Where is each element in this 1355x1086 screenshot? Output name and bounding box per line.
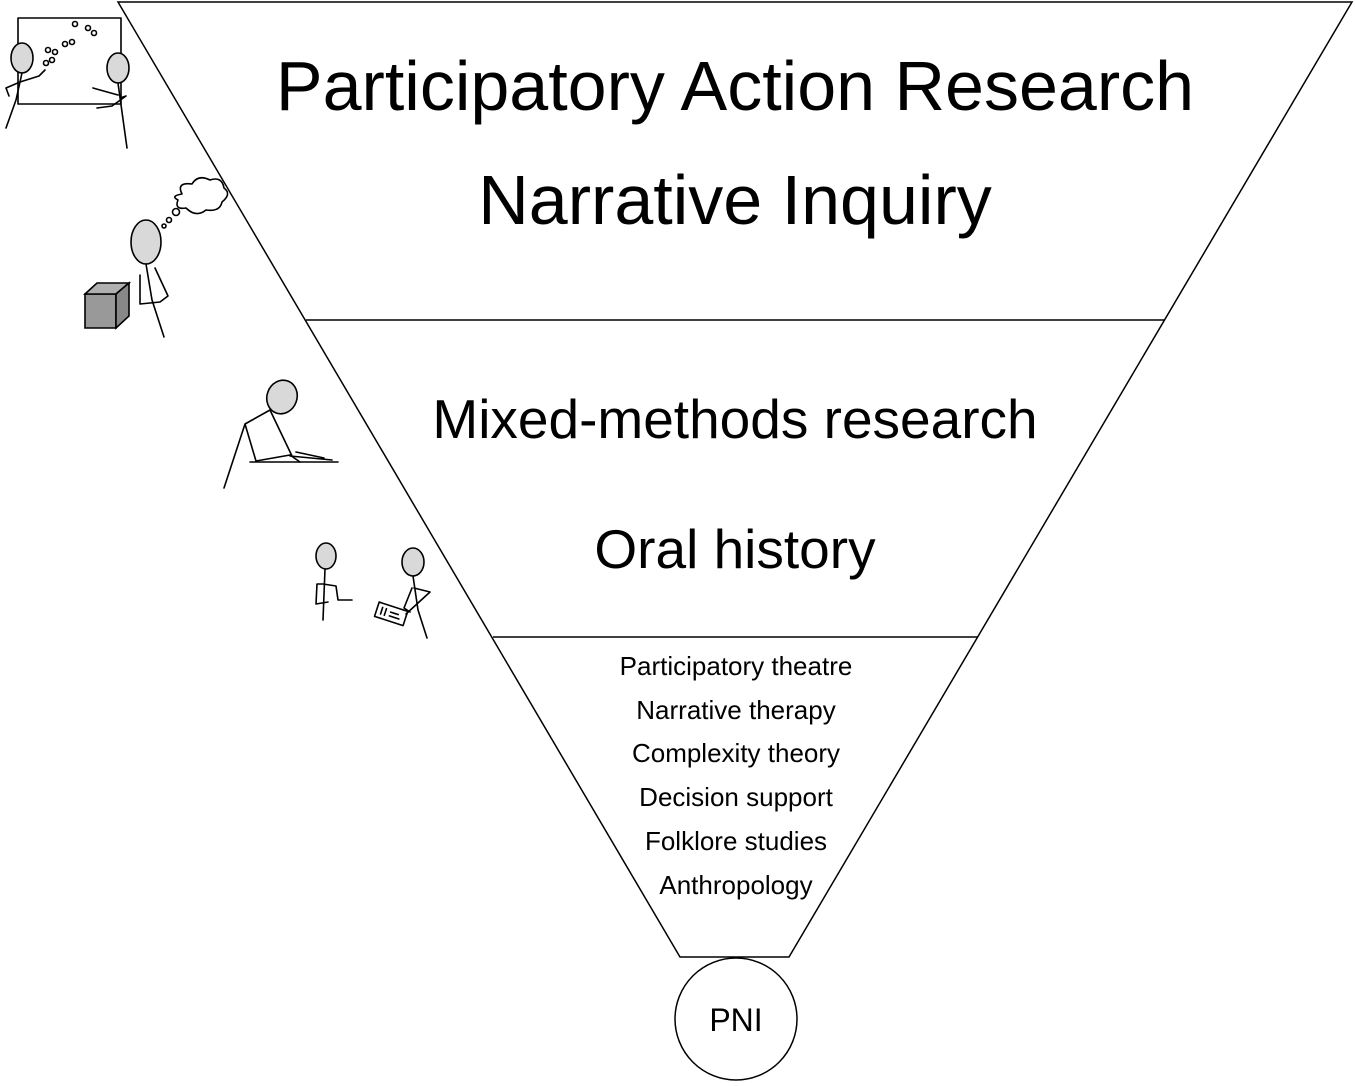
top-band-line-2: Narrative Inquiry (478, 161, 992, 239)
pni-circle (674, 957, 798, 1081)
whiteboard-people-icon (5, 17, 130, 149)
bottom-band-line-4: Decision support (639, 782, 833, 812)
bottom-band-line-3: Complexity theory (632, 738, 840, 768)
bottom-band-line-5: Folklore studies (645, 826, 827, 856)
middle-band-line-2: Oral history (594, 518, 876, 580)
top-band: Participatory Action Research Narrative … (276, 47, 1194, 239)
middle-band: Mixed-methods research Oral history (432, 388, 1037, 580)
box-icon (82, 281, 132, 330)
top-band-line-1: Participatory Action Research (276, 47, 1194, 125)
pni-label: PNI (709, 1002, 762, 1038)
middle-band-line-1: Mixed-methods research (432, 388, 1037, 450)
thinking-person-icon (82, 176, 229, 338)
bottom-band-line-6: Anthropology (659, 870, 812, 900)
funnel-outline (116, 1, 1354, 958)
bottom-band-line-2: Narrative therapy (636, 695, 835, 725)
writing-person-icon (223, 379, 339, 489)
pni-output: PNI (674, 957, 798, 1081)
interview-people-icon (315, 542, 431, 639)
bottom-band-line-1: Participatory theatre (620, 651, 853, 681)
bottom-band: Participatory theatre Narrative therapy … (620, 651, 853, 900)
